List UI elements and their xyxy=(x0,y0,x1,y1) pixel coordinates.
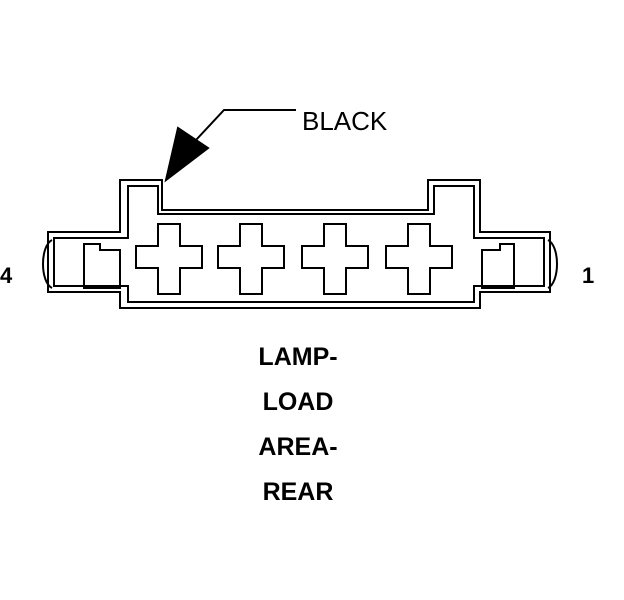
left-latch xyxy=(83,243,121,289)
left-latch-bracket xyxy=(42,239,53,289)
pin-number-right: 1 xyxy=(582,263,595,288)
caption-line-4: REAR xyxy=(262,478,334,506)
pin-number-left: 4 xyxy=(0,263,13,288)
terminal-cavity-2 xyxy=(301,223,369,295)
connector-housing-outline xyxy=(47,179,551,309)
caption-line-1: LAMP- xyxy=(258,343,338,371)
callout-leader-line xyxy=(195,109,296,141)
caption-line-3: AREA- xyxy=(258,433,338,461)
wire-color-label: BLACK xyxy=(302,106,388,136)
terminal-cavity-3 xyxy=(217,223,285,295)
terminal-cavity-4 xyxy=(135,223,203,295)
caption-line-2: LOAD xyxy=(262,388,334,416)
terminal-cavity-1 xyxy=(385,223,453,295)
callout-arrowhead xyxy=(164,126,210,183)
right-latch-bracket xyxy=(547,239,558,289)
terminal-cavities xyxy=(135,223,453,295)
right-latch xyxy=(481,243,515,289)
connector-inner-outline xyxy=(53,185,545,303)
